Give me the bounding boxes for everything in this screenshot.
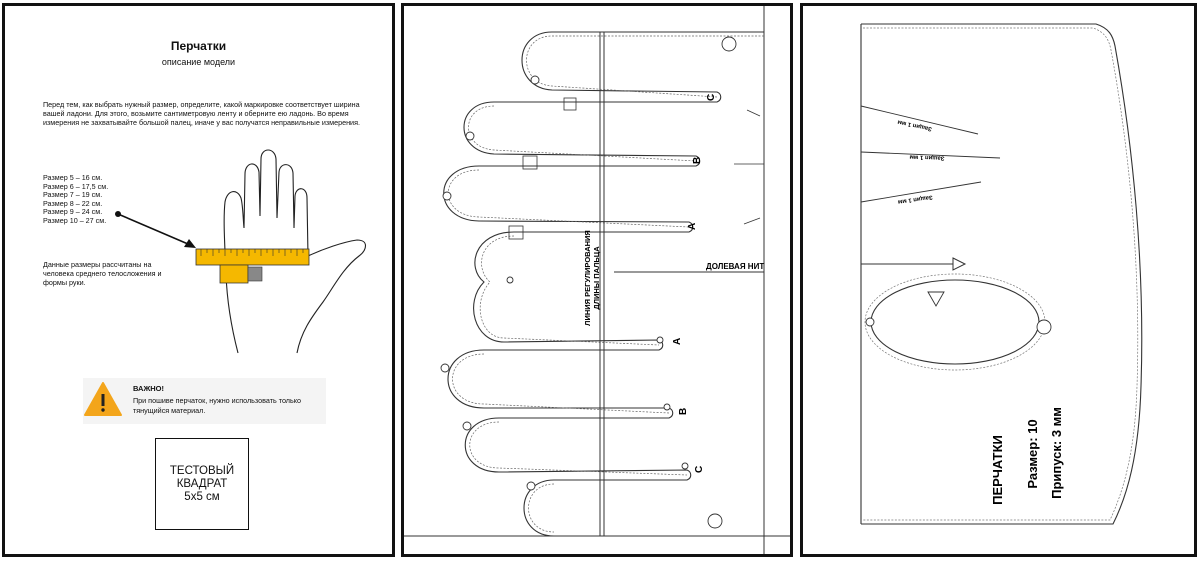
- size-list: Размер 5 – 16 см. Размер 6 – 17,5 см. Ра…: [43, 173, 109, 226]
- page-title: Перчатки: [170, 39, 227, 53]
- intro-text: Перед тем, как выбрать нужный размер, оп…: [43, 100, 360, 127]
- palm-outline: [861, 23, 1143, 525]
- size-item: Размер 8 – 22 см.: [43, 198, 103, 208]
- finger-mark: С: [706, 94, 717, 101]
- grain-arrowhead: [952, 257, 967, 271]
- size-item: Размер 7 – 19 см.: [43, 190, 103, 200]
- finger-mark: А: [687, 223, 698, 230]
- size-item: Размер 6 – 17,5 см.: [43, 181, 109, 191]
- palm-pattern-page: Защип 1 мм Защип 1 мм Защип 1 мм ПЕРЧАТК…: [800, 3, 1197, 557]
- grain-label: ДОЛЕВАЯ НИТ: [706, 262, 764, 271]
- tuck-label: Защип 1 мм: [909, 153, 945, 160]
- pointer-arrowhead: [184, 239, 196, 248]
- tape-ticks: [200, 249, 304, 256]
- palm-pattern: Защип 1 мм Защип 1 мм Защип 1 мм ПЕРЧАТК…: [860, 23, 1143, 525]
- measuring-tape-end: [219, 264, 249, 284]
- marker-circle: [465, 131, 475, 141]
- marker-circle-large: [707, 513, 723, 529]
- product-label: ПЕРЧАТКИ: [990, 435, 1005, 505]
- marker-circle: [526, 481, 536, 491]
- marker-circle: [442, 191, 452, 201]
- marker-square: [522, 155, 538, 170]
- thumb-hole: [870, 279, 1040, 365]
- length-line-label: ЛИНИЯ РЕГУЛИРОВАНИЯ: [583, 230, 592, 326]
- finger-mark: С: [694, 466, 705, 473]
- tuck-line: [860, 151, 1001, 159]
- guide-line: [746, 109, 761, 117]
- tuck-label: Защип 1 мм: [897, 194, 933, 205]
- fingers-pattern-page: ЛИНИЯ РЕГУЛИРОВАНИЯ ДЛИНЫ ПАЛЬЦА ДОЛЕВАЯ…: [401, 3, 793, 557]
- finger-mark: В: [678, 408, 689, 415]
- test-square-line: 5х5 см: [184, 490, 220, 503]
- marker-square: [563, 97, 577, 111]
- palm-seam: [863, 27, 1139, 521]
- warning-title: ВАЖНО!: [133, 384, 164, 393]
- tuck-line: [860, 181, 982, 203]
- marker-circle: [865, 317, 875, 327]
- size-item: Размер 9 – 24 см.: [43, 207, 103, 217]
- warning-background: [83, 378, 326, 424]
- test-square-line: КВАДРАТ: [176, 477, 228, 490]
- tape-clip: [247, 266, 263, 282]
- allowance-label: Припуск: 3 мм: [1049, 407, 1064, 499]
- test-square-line: ТЕСТОВЫЙ: [169, 464, 235, 477]
- warning-icon-dot: [101, 408, 105, 412]
- guide-line: [743, 217, 761, 225]
- hand-illustration: [115, 149, 367, 354]
- marker-circle-large: [1036, 319, 1052, 335]
- size-label: Размер: 10: [1025, 419, 1040, 488]
- marker-circle: [506, 276, 514, 284]
- marker-circle: [530, 75, 540, 85]
- instructions-page: Перчатки описание модели Перед тем, как …: [2, 3, 395, 557]
- marker-circle-large: [721, 36, 737, 52]
- thumb-hole-seam: [864, 273, 1046, 371]
- tuck-line: [860, 105, 979, 135]
- marker-circle: [663, 403, 671, 411]
- marker-circle: [440, 363, 450, 373]
- finger-mark: А: [672, 338, 683, 345]
- warning-block: [83, 378, 326, 424]
- warning-text: При пошиве перчаток, нужно использовать …: [133, 396, 301, 415]
- tuck-label: Защип 1 мм: [896, 118, 932, 131]
- page-subtitle: описание модели: [161, 57, 236, 67]
- fingers-pattern: ЛИНИЯ РЕГУЛИРОВАНИЯ ДЛИНЫ ПАЛЬЦА ДОЛЕВАЯ…: [404, 6, 790, 554]
- length-line-label: ДЛИНЫ ПАЛЬЦА: [592, 246, 601, 310]
- marker-square: [508, 225, 524, 240]
- pointer-line: [117, 213, 189, 245]
- size-item: Размер 5 – 16 см.: [43, 173, 103, 182]
- measuring-tape: [195, 248, 310, 266]
- average-note: Данные размеры рассчитаны на человека ср…: [43, 260, 162, 287]
- hand-outline: [223, 149, 367, 354]
- thumb-notch: [927, 291, 945, 307]
- marker-circle: [656, 336, 664, 344]
- warning-icon-bar: [101, 394, 105, 406]
- size-item: Размер 10 – 27 см.: [43, 215, 107, 225]
- fingers-outline: [443, 31, 764, 537]
- marker-circle: [681, 462, 689, 470]
- fingers-seam: [447, 35, 764, 533]
- finger-mark: В: [692, 157, 703, 164]
- marker-circle: [462, 421, 472, 431]
- test-square: ТЕСТОВЫЙ КВАДРАТ 5х5 см: [155, 438, 249, 530]
